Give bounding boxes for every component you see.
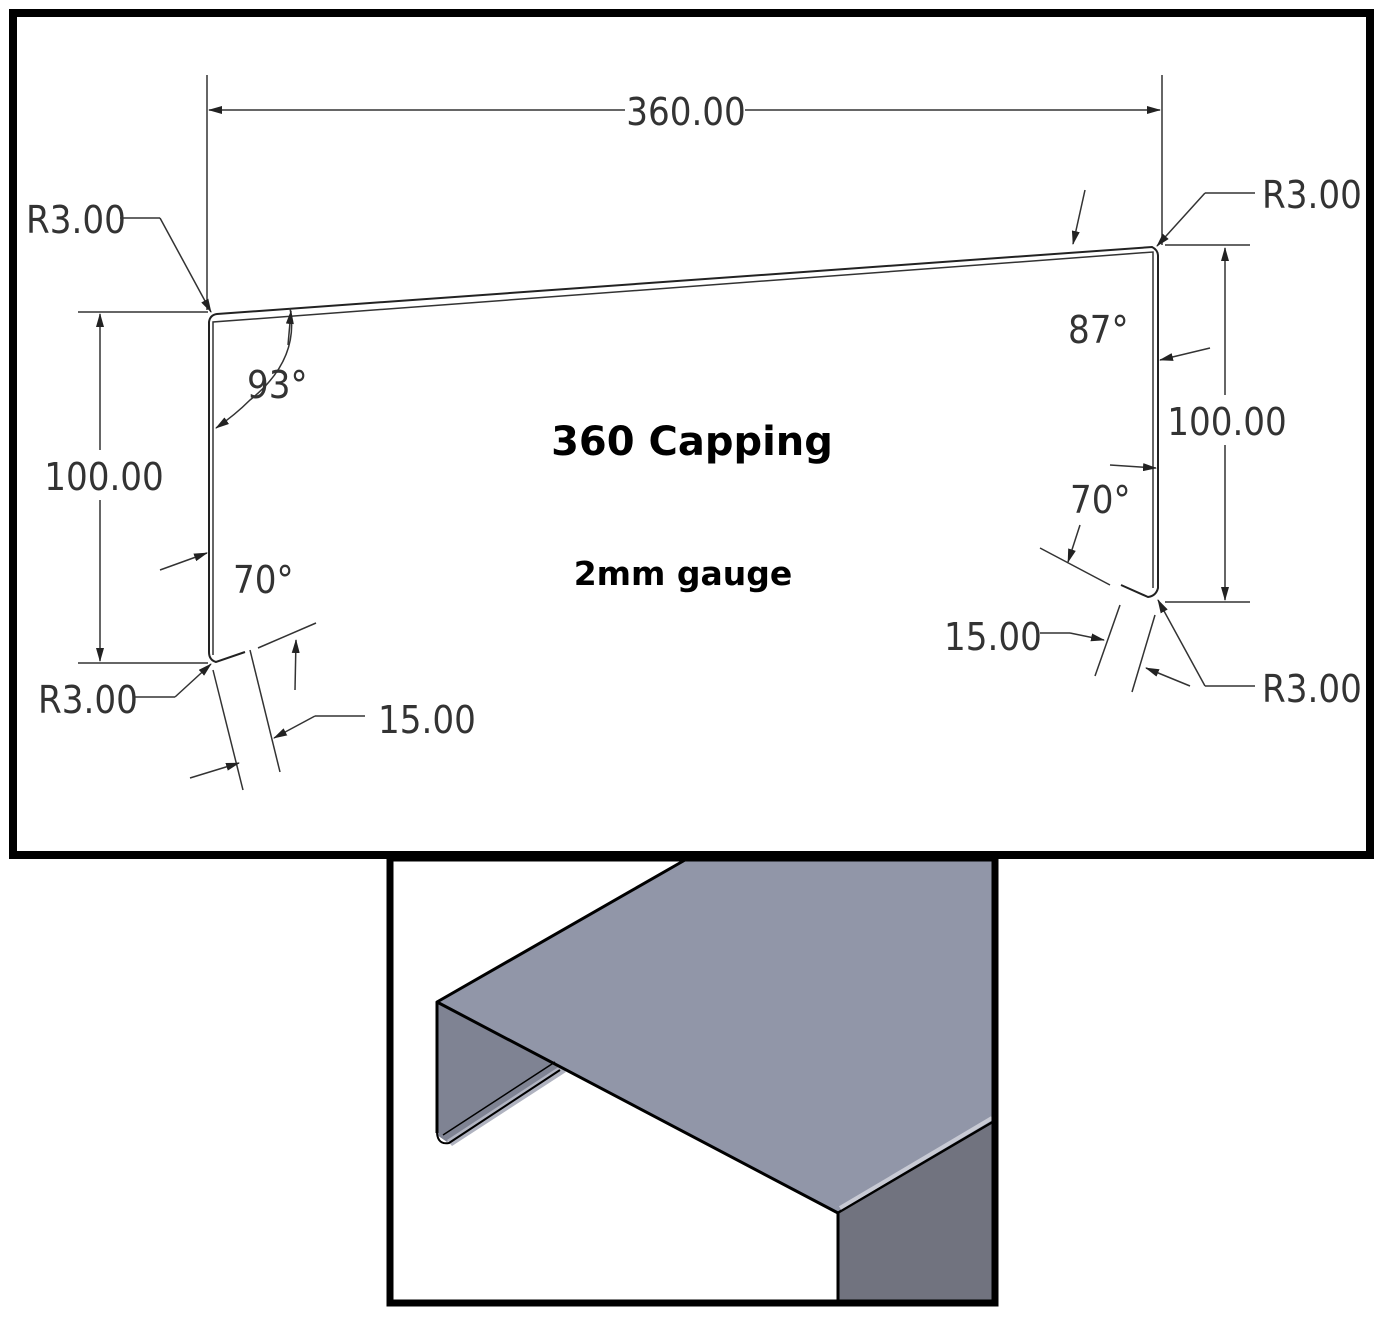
- angle-bottom-left-label: 70°: [233, 558, 294, 602]
- left-flange-label: 15.00: [378, 698, 476, 742]
- drawing-subtitle: 2mm gauge: [574, 554, 793, 593]
- angle-top-left-label: 93°: [247, 363, 308, 407]
- radius-top-right-label: R3.00: [1262, 173, 1362, 217]
- right-height-dimension: 100.00: [1165, 244, 1287, 603]
- left-height-dimension: 100.00: [44, 311, 208, 664]
- drawing-frame: [9, 9, 1374, 859]
- left-height-label: 100.00: [44, 455, 164, 499]
- right-flange-label: 15.00: [944, 615, 1042, 659]
- radius-callouts: R3.00 R3.00 R3.00 R3.00: [26, 173, 1362, 722]
- capping-profile: [208, 245, 1159, 664]
- capping-3d-render: [390, 858, 995, 1303]
- radius-bottom-left-label: R3.00: [38, 678, 138, 722]
- width-label: 360.00: [626, 90, 746, 134]
- drawing-title: 360 Capping: [551, 419, 833, 465]
- radius-top-left-label: R3.00: [26, 198, 126, 242]
- width-dimension: 360.00: [206, 75, 1163, 310]
- render-frame: [386, 854, 999, 1307]
- radius-bottom-right-label: R3.00: [1262, 667, 1362, 711]
- angle-callouts: 93° 87° 70° 70°: [159, 189, 1211, 602]
- flange-dimensions: 15.00 15.00: [189, 604, 1191, 791]
- angle-bottom-right-label: 70°: [1070, 478, 1131, 522]
- angle-top-right-label: 87°: [1068, 308, 1129, 352]
- right-height-label: 100.00: [1167, 400, 1287, 444]
